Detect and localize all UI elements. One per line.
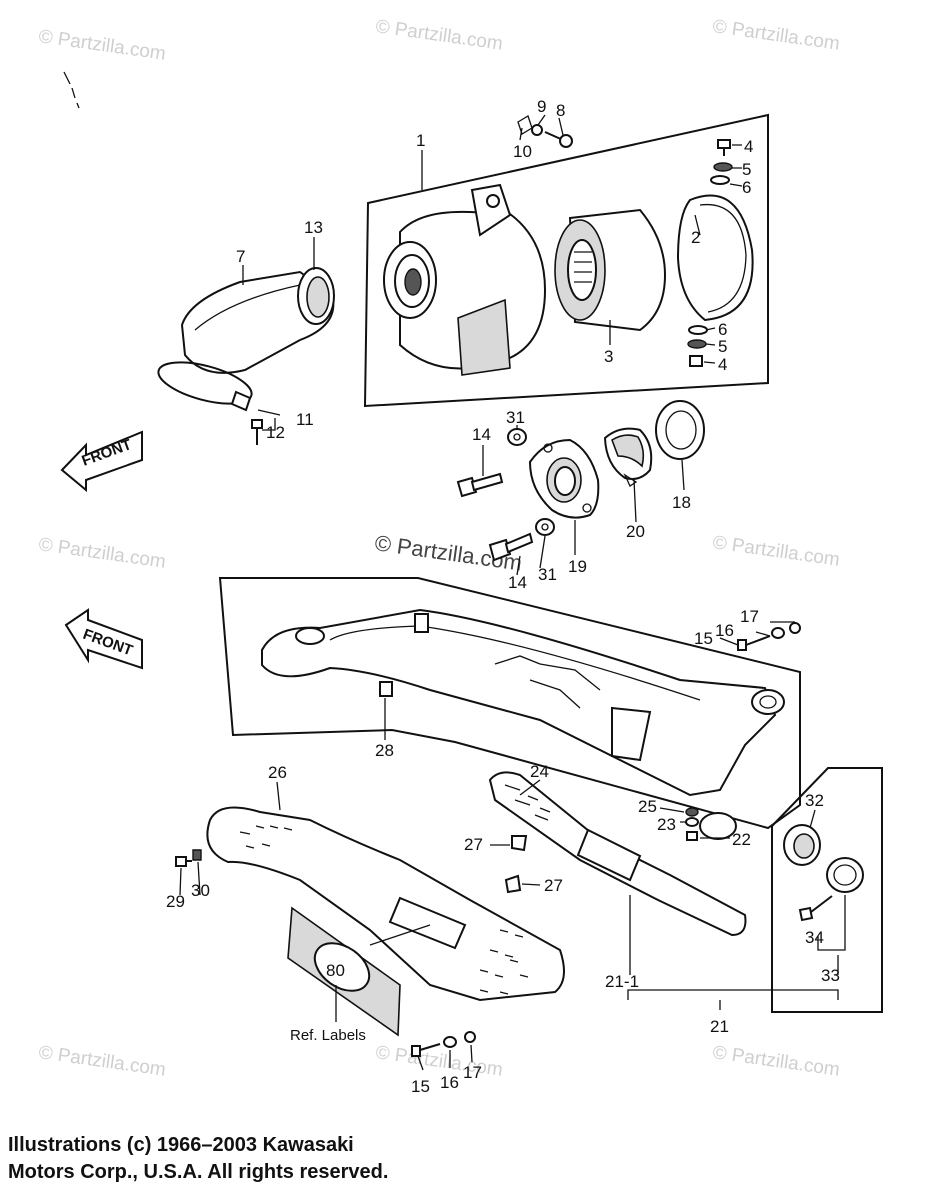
callout-7: 7: [236, 247, 245, 266]
air-cleaner-group-outline: [363, 113, 769, 408]
bolt-14-upper: [456, 428, 527, 498]
intake-duct: [180, 267, 335, 374]
callout-8: 8: [556, 101, 565, 120]
callout-1: 1: [416, 131, 425, 150]
clip-nut-27a: [511, 835, 528, 852]
muffler-assembly: [261, 608, 785, 840]
callout-32: 32: [805, 791, 824, 810]
callout-24: 24: [530, 762, 549, 781]
clip-nut-27b: [504, 874, 522, 894]
callout-18: 18: [672, 493, 691, 512]
callout-27: 27: [544, 876, 563, 895]
exhaust-flange: [528, 438, 600, 519]
exhaust-holder: [603, 427, 653, 487]
callout-21-1: 21-1: [605, 972, 639, 991]
leader-lines: [179, 114, 846, 1071]
bolt-15-17-upper: [737, 622, 801, 651]
bolt-washers-22-25: [685, 807, 699, 841]
callout-20: 20: [626, 522, 645, 541]
callout-19: 19: [568, 557, 587, 576]
callout-34: 34: [805, 928, 824, 947]
copyright-notice: Illustrations (c) 1966–2003 Kawasaki Mot…: [8, 1132, 608, 1186]
screw-washer-set-top: [710, 139, 733, 185]
copyright-line-1: Illustrations (c) 1966–2003 Kawasaki: [8, 1134, 354, 1156]
callout-12: 12: [266, 423, 285, 442]
callout-26: 26: [268, 763, 287, 782]
heat-guard: [206, 806, 565, 1002]
callout-5: 5: [742, 160, 751, 179]
callout-4: 4: [744, 137, 753, 156]
watermark: © Partzilla.com: [711, 16, 841, 55]
callout-25: 25: [638, 797, 657, 816]
watermark: © Partzilla.com: [711, 532, 841, 571]
callout-14: 14: [508, 573, 527, 592]
watermark: © Partzilla.com: [374, 16, 504, 55]
watermark: © Partzilla.com: [37, 26, 167, 65]
callout-17: 17: [740, 607, 759, 626]
exhaust-gasket-inner: [665, 410, 697, 450]
callout-16: 16: [440, 1073, 459, 1092]
end-clamp-parts: [783, 824, 864, 922]
screw-washer-set-bottom: [687, 325, 708, 367]
duct-clamp: [157, 361, 263, 445]
callout-2: 2: [691, 228, 700, 247]
end-clamp-group-outline: [771, 767, 883, 1013]
callout-31: 31: [506, 408, 525, 427]
nut-28: [379, 681, 393, 697]
bolt-washer-set-8-10: [517, 115, 573, 148]
air-cleaner-cap: [676, 194, 754, 322]
callout-33: 33: [821, 966, 840, 985]
callout-10: 10: [513, 142, 532, 161]
front-arrow-upper: FRONT: [60, 430, 143, 493]
callout-15: 15: [411, 1077, 430, 1096]
callout-13: 13: [304, 218, 323, 237]
callout-27: 27: [464, 835, 483, 854]
callout-21: 21: [710, 1017, 729, 1036]
callout-30: 30: [191, 881, 210, 900]
bolt-15-17-lower: [411, 1031, 476, 1057]
watermark: © Partzilla.com: [37, 534, 167, 573]
callout-numbers: 1 2 3 4 5 6 6 5 4 7 8 9 10 11 12 13 14 3…: [166, 97, 840, 1096]
copyright-line-2: Motors Corp., U.S.A. All rights reserved…: [8, 1161, 389, 1183]
callout-28: 28: [375, 741, 394, 760]
air-cleaner-case: [383, 183, 547, 376]
ref-labels-text: Ref. Labels: [290, 1027, 366, 1044]
callout-6: 6: [742, 178, 751, 197]
callout-9: 9: [537, 97, 546, 116]
callout-23: 23: [657, 815, 676, 834]
stray-marks: [63, 71, 80, 109]
callout-22: 22: [732, 830, 751, 849]
callout-5: 5: [718, 337, 727, 356]
callout-3: 3: [604, 347, 613, 366]
front-arrow-lower: FRONT: [64, 608, 143, 670]
callout-14: 14: [472, 425, 491, 444]
screw-nut-29-30: [175, 849, 202, 867]
spark-arrester-pipe: [488, 771, 747, 937]
plate-number: 80: [326, 961, 345, 980]
callout-6: 6: [718, 320, 727, 339]
callout-29: 29: [166, 892, 185, 911]
callout-17: 17: [463, 1063, 482, 1082]
bolt-14-lower: [488, 518, 555, 562]
watermark: © Partzilla.com: [711, 1042, 841, 1081]
exhaust-gasket: [655, 400, 705, 460]
callout-31: 31: [538, 565, 557, 584]
muffler-group-outline: [218, 577, 801, 830]
callout-16: 16: [715, 621, 734, 640]
watermark: © Partzilla.com: [37, 1042, 167, 1081]
air-cleaner-element: [554, 208, 667, 332]
callout-11: 11: [296, 410, 314, 429]
ref-label-plate: 80: [287, 906, 401, 1037]
callout-15: 15: [694, 629, 713, 648]
callout-4: 4: [718, 355, 727, 374]
